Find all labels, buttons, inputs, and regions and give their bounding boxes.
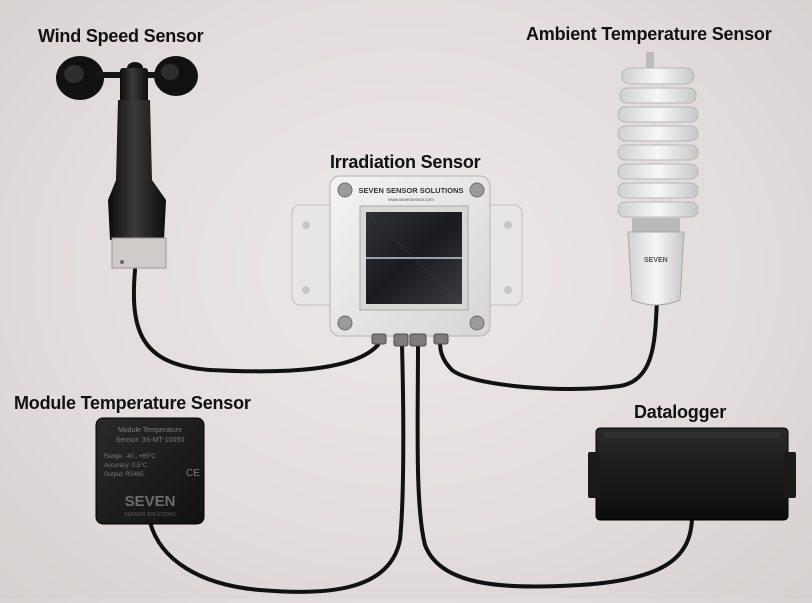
irradiation-brand-text: SEVEN SENSOR SOLUTIONS (358, 186, 463, 195)
module-spec-line1: Range: -40...+85°C (104, 454, 156, 460)
datalogger-label: Datalogger (634, 402, 727, 422)
cable-ambient-to-irradiation (438, 298, 659, 391)
datalogger (588, 427, 796, 521)
ambient-brand-text: SEVEN (644, 257, 668, 264)
module-temperature-sensor: Module Temperature Sensor: 3S-MT-10050 R… (95, 417, 205, 525)
wind-speed-sensor (56, 56, 198, 269)
module-spec-line3: Output: RS485 (104, 472, 144, 478)
irradiation-website-text: www.sevensensor.com (388, 197, 434, 202)
module-title-line2: Sensor: 3S-MT-10050 (116, 437, 185, 444)
cable-module-to-irradiation (148, 343, 406, 594)
cable-datalogger-to-irradiation (415, 343, 694, 589)
cables (131, 268, 694, 594)
irradiation-sensor: SEVEN SENSOR SOLUTIONS www.sevensensor.c… (291, 175, 523, 347)
module-ce-mark: CE (186, 468, 200, 479)
module-spec-line2: Accuracy: 0.5°C (104, 463, 148, 469)
module-brand-sub-text: SENSOR SOLUTIONS (124, 512, 176, 518)
irradiation-sensor-label: Irradiation Sensor (330, 152, 481, 172)
ambient-temperature-sensor-label: Ambient Temperature Sensor (526, 24, 772, 44)
wind-speed-sensor-label: Wind Speed Sensor (38, 26, 204, 46)
module-temperature-sensor-label: Module Temperature Sensor (14, 393, 251, 413)
module-title-line1: Module Temperature (118, 427, 182, 434)
cable-wind-to-irradiation (131, 268, 380, 374)
ambient-temperature-sensor: SEVEN (617, 52, 699, 306)
module-brand-text: SEVEN (125, 493, 176, 510)
